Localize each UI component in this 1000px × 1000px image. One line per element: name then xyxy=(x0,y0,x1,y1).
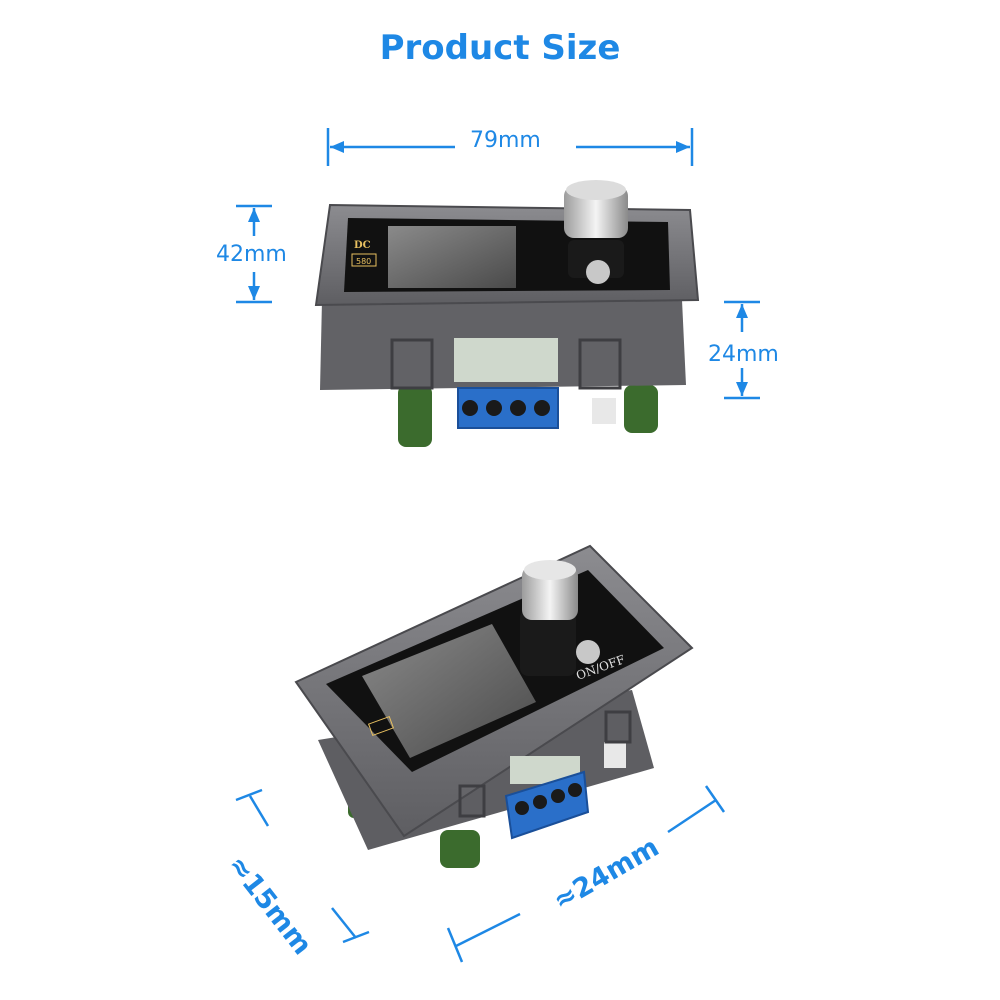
lcd-screen xyxy=(388,226,516,288)
power-button-icon xyxy=(586,260,610,284)
connector xyxy=(592,398,616,424)
capacitor-right xyxy=(624,385,658,433)
dimension-lines xyxy=(235,128,760,963)
height-dimension-label: 42mm xyxy=(216,242,287,267)
knob-icon-2 xyxy=(522,566,578,620)
knob-base-2 xyxy=(520,610,576,676)
knob-icon xyxy=(564,186,628,238)
page-title: Product Size xyxy=(379,28,621,68)
device-angled-view: ON/OFF xyxy=(294,544,694,868)
width-dimension-label: 79mm xyxy=(470,128,541,153)
panel-badge: 580 xyxy=(356,257,371,266)
power-button-icon-2 xyxy=(576,640,600,664)
lcd-screen-2 xyxy=(362,624,536,758)
pcb xyxy=(454,338,558,382)
clip-right xyxy=(578,338,622,390)
panel-label-top: DC xyxy=(354,240,371,251)
depth-dimension-label: 24mm xyxy=(708,342,779,367)
device-top-view: DC 580 xyxy=(314,180,700,447)
capacitor-left xyxy=(398,385,432,447)
clip-left xyxy=(390,338,434,390)
knob-base xyxy=(568,240,624,278)
terminal-block-2 xyxy=(504,770,590,840)
